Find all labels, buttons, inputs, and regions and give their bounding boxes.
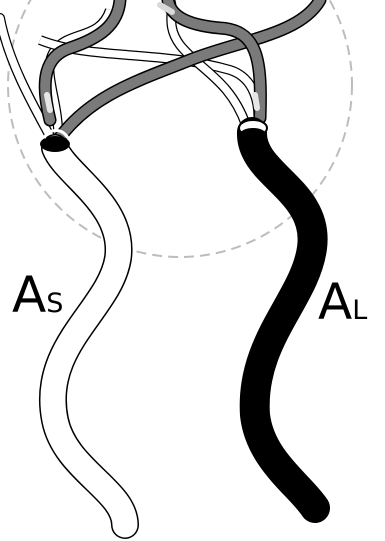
right-knot (238, 119, 268, 138)
label-a-l: AL (318, 277, 367, 327)
label-a-l-main: A (318, 273, 353, 331)
upper-gray-loops (38, 0, 327, 147)
dashed-circle-outline (7, 0, 353, 258)
label-a-s: AS (12, 270, 63, 320)
label-a-s-main: A (12, 266, 47, 324)
label-a-s-subscript: S (46, 288, 64, 319)
right-strand-al (237, 117, 330, 523)
left-knot (40, 129, 70, 152)
left-strand-as (39, 134, 139, 539)
upper-white-loops (0, 0, 264, 145)
label-a-l-subscript: L (352, 295, 368, 326)
